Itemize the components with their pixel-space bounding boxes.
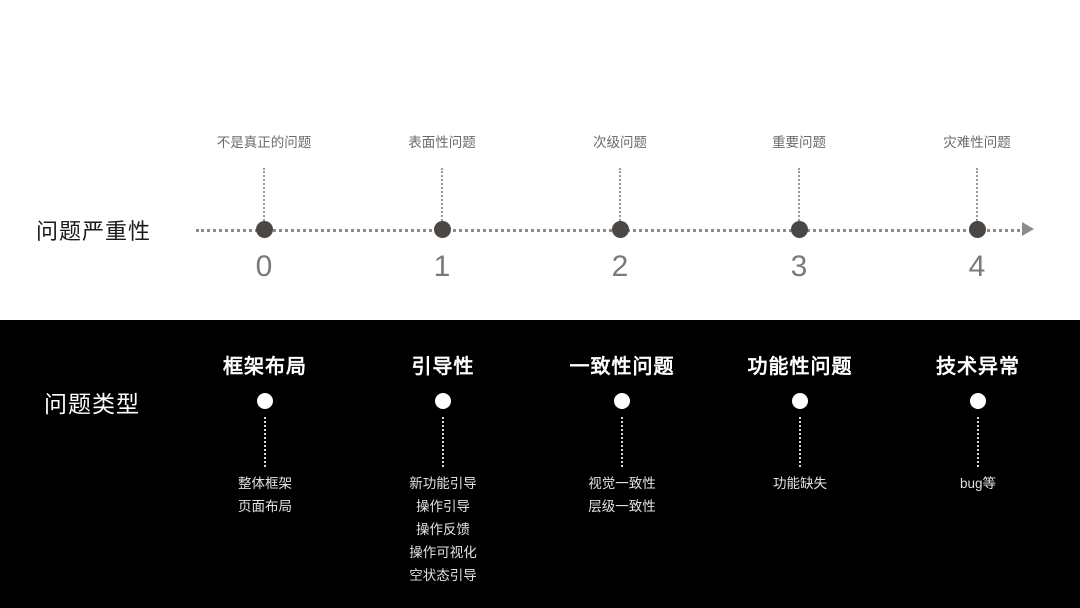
severity-number: 0 xyxy=(255,250,273,283)
list-item: 功能缺失 xyxy=(773,476,827,491)
list-item: 空状态引导 xyxy=(409,568,477,583)
severity-connector-line xyxy=(976,168,978,224)
problem-type-dot-marker xyxy=(614,393,630,409)
problem-type-node: 框架布局整体框架页面布局 xyxy=(155,320,375,608)
severity-number: 1 xyxy=(433,250,451,283)
list-item: 页面布局 xyxy=(238,499,292,514)
problem-type-item-list: 视觉一致性层级一致性 xyxy=(512,472,732,518)
problem-type-item-list: bug等 xyxy=(868,472,1080,495)
severity-dot-marker xyxy=(433,221,451,238)
severity-caption: 表面性问题 xyxy=(408,135,476,150)
problem-type-connector-line xyxy=(264,417,266,467)
problem-type-node: 引导性新功能引导操作引导操作反馈操作可视化空状态引导 xyxy=(333,320,553,608)
list-item: 操作可视化 xyxy=(409,545,477,560)
severity-connector-line xyxy=(798,168,800,224)
problem-type-item-list: 整体框架页面布局 xyxy=(155,472,375,518)
problem-type-heading: 一致性问题 xyxy=(569,356,675,378)
severity-axis-line xyxy=(196,229,1026,232)
severity-caption: 不是真正的问题 xyxy=(216,135,312,150)
severity-dot-marker xyxy=(611,221,629,238)
list-item: 层级一致性 xyxy=(588,499,656,514)
problem-type-connector-line xyxy=(442,417,444,467)
problem-type-row-label: 问题类型 xyxy=(44,391,140,417)
problem-type-item-list: 功能缺失 xyxy=(690,472,910,495)
problem-type-heading: 功能性问题 xyxy=(747,356,853,378)
problem-type-connector-line xyxy=(799,417,801,467)
severity-number: 3 xyxy=(790,250,808,283)
arrow-right-icon xyxy=(1022,222,1034,236)
severity-connector-line xyxy=(263,168,265,224)
list-item: 视觉一致性 xyxy=(588,476,656,491)
problem-type-node: 技术异常 bug等 xyxy=(868,320,1080,608)
severity-node-0: 不是真正的问题 0 xyxy=(164,0,364,320)
problem-type-dot-marker xyxy=(792,393,808,409)
problem-type-heading: 框架布局 xyxy=(223,356,307,378)
problem-type-item-list: 新功能引导操作引导操作反馈操作可视化空状态引导 xyxy=(333,472,553,587)
severity-connector-line xyxy=(441,168,443,224)
severity-dot-marker xyxy=(968,221,986,238)
list-item: 新功能引导 xyxy=(409,476,477,491)
severity-node-2: 次级问题 2 xyxy=(520,0,720,320)
problem-type-connector-line xyxy=(621,417,623,467)
problem-type-section xyxy=(0,320,1080,608)
list-item: bug等 xyxy=(959,476,997,491)
problem-type-heading: 技术异常 xyxy=(936,356,1020,378)
severity-node-1: 表面性问题 1 xyxy=(342,0,542,320)
severity-number: 2 xyxy=(611,250,629,283)
severity-node-4: 灾难性问题 4 xyxy=(877,0,1077,320)
problem-type-node: 一致性问题视觉一致性层级一致性 xyxy=(512,320,732,608)
severity-row-label: 问题严重性 xyxy=(36,219,152,244)
problem-type-heading: 引导性 xyxy=(411,356,475,378)
severity-section: 问题严重性 xyxy=(36,219,1034,244)
problem-type-dot-marker xyxy=(257,393,273,409)
severity-node-3: 重要问题 3 xyxy=(699,0,899,320)
problem-type-connector-line xyxy=(977,417,979,467)
list-item: 整体框架 xyxy=(238,476,292,491)
severity-caption: 次级问题 xyxy=(593,135,647,150)
problem-type-dot-marker xyxy=(970,393,986,409)
list-item: 操作引导 xyxy=(416,499,470,514)
problem-type-dot-marker xyxy=(435,393,451,409)
severity-number: 4 xyxy=(968,250,986,283)
severity-caption: 灾难性问题 xyxy=(943,135,1011,150)
severity-dot-marker xyxy=(790,221,808,238)
list-item: 操作反馈 xyxy=(416,522,470,537)
severity-dot-marker xyxy=(255,221,273,238)
severity-connector-line xyxy=(619,168,621,224)
problem-type-node: 功能性问题功能缺失 xyxy=(690,320,910,608)
severity-caption: 重要问题 xyxy=(772,135,826,150)
